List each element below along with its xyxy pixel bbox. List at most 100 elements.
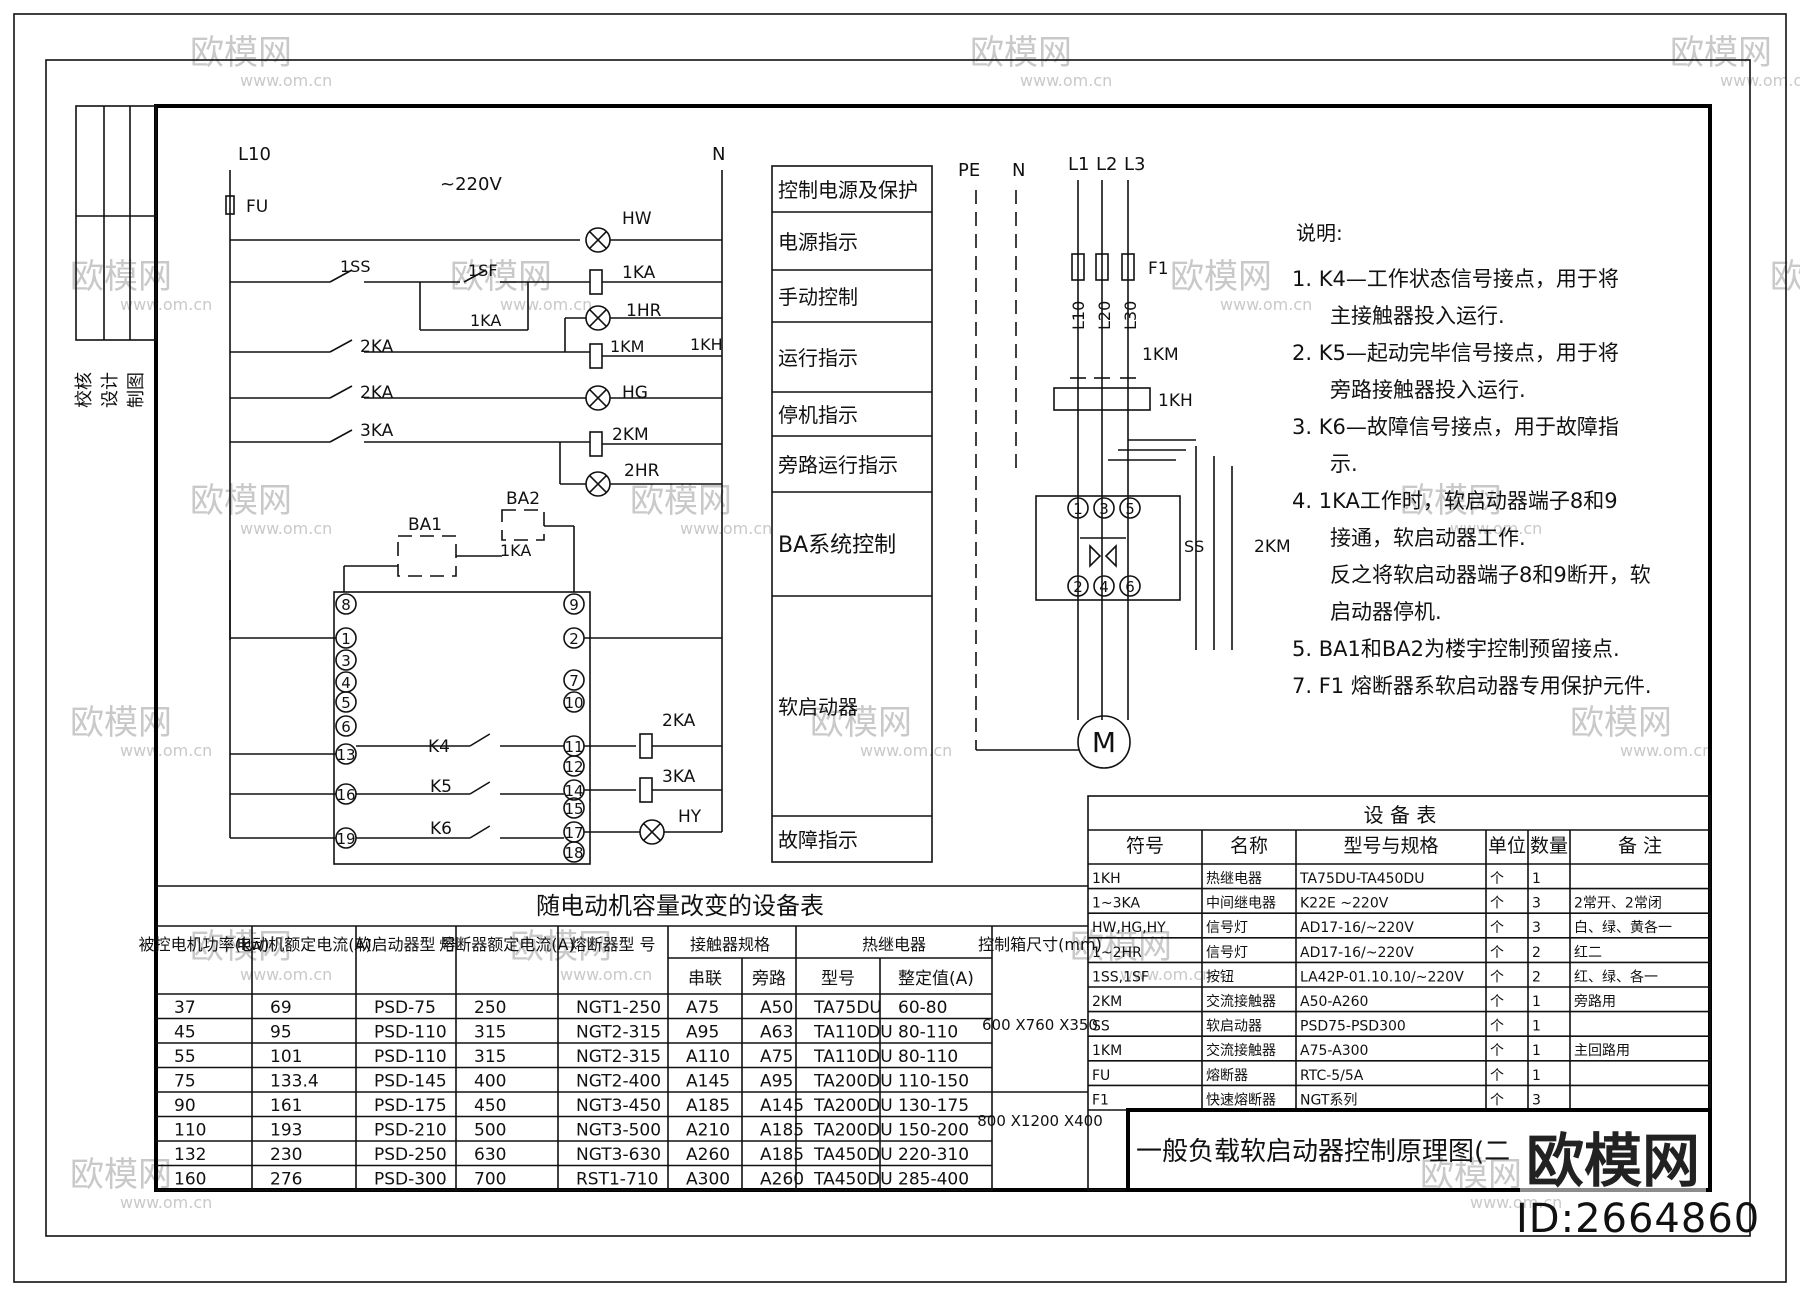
equipment-cell-7-4: 1 xyxy=(1532,1043,1541,1059)
label-hw: HW xyxy=(622,209,652,229)
lamp-cross xyxy=(589,475,607,493)
ss-top-5 xyxy=(1119,497,1141,519)
capacity-cell-7-7: TA450DU xyxy=(813,1170,893,1190)
capacity-cell-7-3: 700 xyxy=(474,1170,506,1190)
capacity-cell-3-5: A145 xyxy=(686,1072,730,1092)
equipment-cell-2-2: AD17-16/~220V xyxy=(1300,920,1414,936)
capacity-cell-0-7: TA75DU xyxy=(813,998,882,1018)
equipment-cell-1-5: 2常开、2常闭 xyxy=(1574,896,1662,912)
capacity-cell-0-1: 69 xyxy=(270,998,292,1018)
capacity-cell-4-3: 450 xyxy=(474,1096,506,1116)
function-label-8: 故障指示 xyxy=(778,828,858,852)
equipment-cell-9-3: 个 xyxy=(1490,1092,1504,1108)
equipment-cell-6-2: PSD75-PSD300 xyxy=(1300,1019,1406,1035)
capacity-cell-5-4: NGT3-500 xyxy=(576,1121,661,1141)
terminal-number: 5 xyxy=(341,694,351,712)
capacity-cell-1-1: 95 xyxy=(270,1023,292,1043)
terminal-number: 2 xyxy=(569,630,579,648)
capacity-cell-0-5: A75 xyxy=(686,998,719,1018)
equipment-header-3: 单位 xyxy=(1488,835,1526,857)
coil-1km xyxy=(589,343,603,369)
terminal-number: 18 xyxy=(564,844,583,862)
capacity-cell-6-4: NGT3-630 xyxy=(576,1145,661,1165)
equipment-cell-2-5: 白、绿、黄各一 xyxy=(1574,919,1672,936)
capacity-cell-6-5: A260 xyxy=(686,1145,730,1165)
capacity-cell-5-5: A210 xyxy=(686,1121,730,1141)
watermark-url: www.om.cn xyxy=(560,965,652,984)
capacity-cell-6-3: 630 xyxy=(474,1145,506,1165)
terminal-right-12 xyxy=(563,755,585,777)
equipment-cell-8-2: RTC-5/5A xyxy=(1300,1068,1364,1084)
watermark-brand: 欧模网 xyxy=(1070,927,1172,967)
contact-no xyxy=(329,339,353,353)
terminal-left-5 xyxy=(335,691,357,713)
contact-no xyxy=(469,781,491,795)
capacity-cell-1-0: 45 xyxy=(174,1023,196,1043)
equipment-cell-9-0: F1 xyxy=(1092,1092,1109,1108)
watermark-url: www.om.cn xyxy=(240,71,332,90)
label-l20: L20 xyxy=(1095,301,1114,330)
ba2-box xyxy=(501,509,545,541)
equipment-cell-0-0: 1KH xyxy=(1092,871,1121,887)
terminal-number: 1 xyxy=(1073,500,1083,518)
equipment-table-title: 设 备 表 xyxy=(1364,803,1437,827)
capacity-cell-5-7: TA200DU xyxy=(813,1121,893,1141)
capacity-cell-2-4: NGT2-315 xyxy=(576,1047,661,1067)
note-line-5: 示. xyxy=(1330,452,1358,476)
capacity-cell-0-8: 60-80 xyxy=(898,998,947,1018)
equipment-cell-4-1: 按钮 xyxy=(1206,969,1234,985)
label-1hr: 1HR xyxy=(626,301,662,321)
watermark-url: www.om.cn xyxy=(240,965,332,984)
equipment-cell-9-1: 快速熔断器 xyxy=(1206,1092,1276,1108)
label-1ka-ba: 1KA xyxy=(500,541,531,560)
label-1ka-hold: 1KA xyxy=(470,311,501,330)
watermark-brand: 欧模网 xyxy=(1670,33,1772,73)
capacity-cell-2-5: A110 xyxy=(686,1047,730,1067)
label-1ka: 1KA xyxy=(622,263,656,283)
equipment-cell-8-3: 个 xyxy=(1490,1068,1504,1084)
equipment-header-1: 名称 xyxy=(1230,835,1268,857)
label-ba2: BA2 xyxy=(506,489,540,509)
label-l3: L3 xyxy=(1124,154,1145,175)
function-label-0: 控制电源及保护 xyxy=(778,178,918,202)
note-line-0: 1. K4—工作状态信号接点，用于将 xyxy=(1292,267,1619,291)
capacity-cell-0-3: 250 xyxy=(474,998,506,1018)
terminal-number: 8 xyxy=(341,596,351,614)
capacity-cell-6-1: 230 xyxy=(270,1145,302,1165)
contact-no xyxy=(469,733,491,747)
terminal-number: 16 xyxy=(336,786,355,804)
capacity-subheader-2: 型号 xyxy=(821,969,855,989)
coil-2km xyxy=(589,431,603,457)
capacity-cell-4-6: A145 xyxy=(760,1096,804,1116)
equipment-cell-5-1: 交流接触器 xyxy=(1206,993,1276,1010)
function-label-7: 软启动器 xyxy=(778,695,858,719)
watermark-url: www.om.cn xyxy=(1620,741,1712,760)
terminal-number: 13 xyxy=(336,746,355,764)
label-2ka-coil: 2KA xyxy=(662,711,696,731)
equipment-cell-8-1: 熔断器 xyxy=(1206,1068,1248,1084)
terminal-number: 10 xyxy=(564,694,583,712)
image-id: ID:2664860 xyxy=(1516,1196,1761,1242)
function-label-5: 旁路运行指示 xyxy=(778,453,898,477)
fuse-label: FU xyxy=(246,197,268,217)
watermark-brand: 欧模网 xyxy=(190,33,292,73)
soft-starter-block xyxy=(333,591,591,865)
function-label-4: 停机指示 xyxy=(778,403,858,427)
inner-sheet-border xyxy=(45,59,1751,1237)
terminal-number: 19 xyxy=(336,830,355,848)
contact-no xyxy=(469,825,491,839)
terminal-right-18 xyxy=(563,841,585,863)
soft-starter-main xyxy=(1035,495,1181,601)
capacity-cell-4-5: A185 xyxy=(686,1096,730,1116)
capacity-cell-2-1: 101 xyxy=(270,1047,302,1067)
fuse-f1-1 xyxy=(1095,253,1109,281)
label-3ka-coil: 3KA xyxy=(662,767,696,787)
voltage-label: ~220V xyxy=(440,174,502,195)
watermark-brand: 欧模网 xyxy=(190,481,292,521)
capacity-cell-7-5: A300 xyxy=(686,1170,730,1190)
watermark-brand: 欧模网 xyxy=(970,33,1072,73)
terminal-number: 6 xyxy=(1125,578,1135,596)
capacity-cell-7-0: 160 xyxy=(174,1170,206,1190)
note-line-6: 4. 1KA工作时，软启动器端子8和9 xyxy=(1292,489,1618,513)
